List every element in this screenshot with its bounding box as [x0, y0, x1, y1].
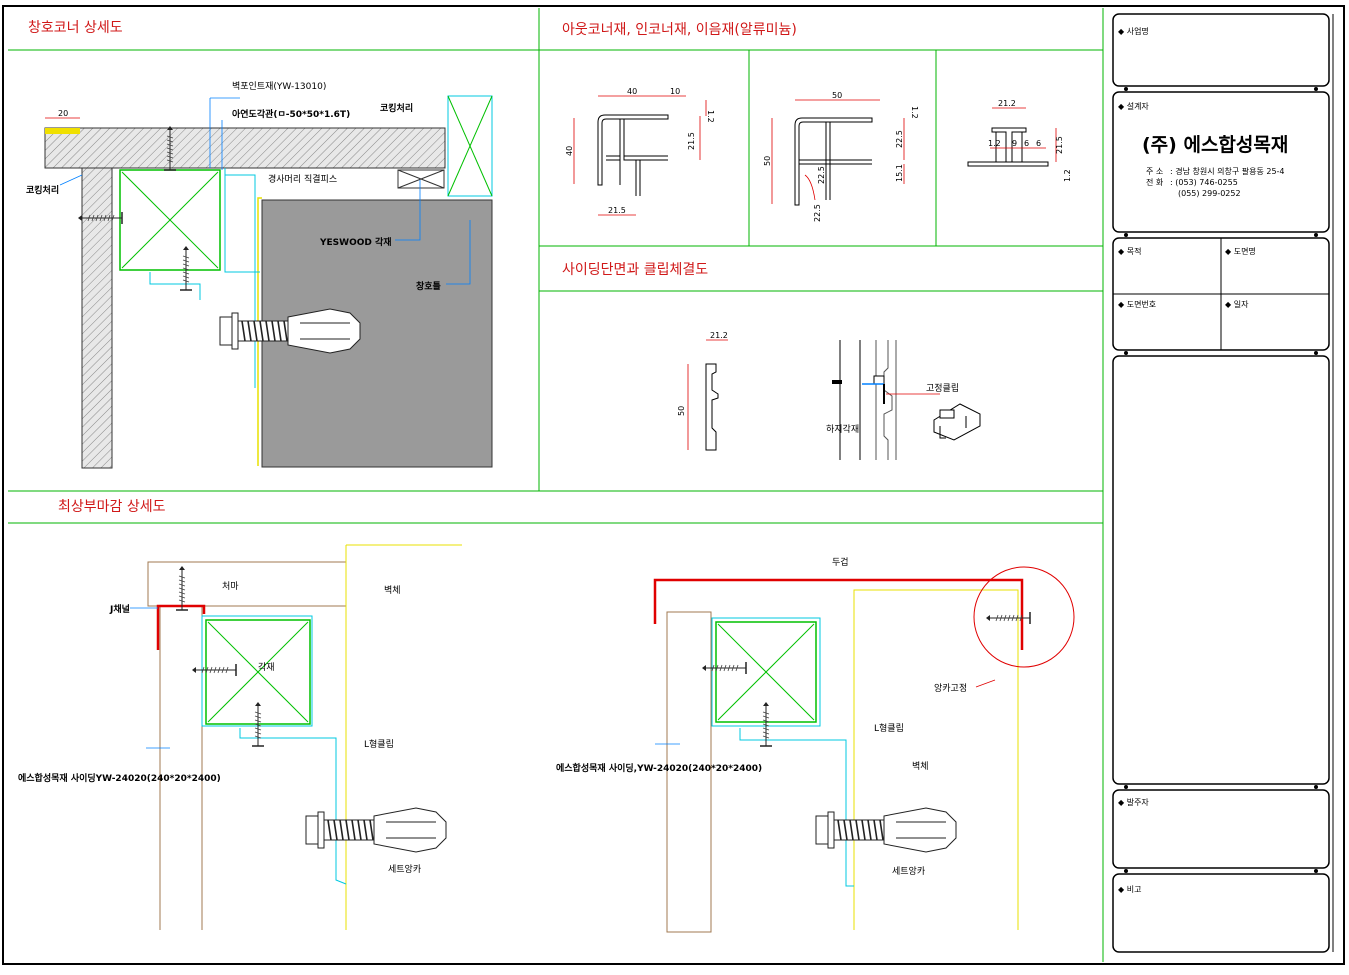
label-j-channel: J채널	[109, 603, 130, 615]
p3-dim-4: 6	[1036, 139, 1041, 148]
p2-dim-6: 22.5	[813, 204, 822, 222]
siding-section: 21.2 50 고정클립 하지각재	[677, 331, 981, 460]
label-l-clip-right: L형클립	[874, 723, 904, 734]
label-cap: 두겁	[832, 556, 849, 568]
p2-dim-3: 50	[763, 156, 772, 166]
svg-text:20: 20	[58, 109, 68, 118]
p1-dim-3: 21.5	[687, 132, 696, 150]
tb-date: ◆ 일자	[1225, 300, 1249, 309]
section-title-window-corner: 창호코너 상세도	[28, 20, 123, 36]
p1-dim-2: 1.2	[706, 110, 715, 123]
section-title-profiles: 아웃코너재, 인코너재, 이음재(알류미늄)	[562, 22, 797, 38]
tb-project: ◆ 사업명	[1118, 26, 1149, 36]
side-board	[81, 167, 113, 469]
p1-dim-4: 40	[565, 146, 574, 156]
label-wall-right: 벽체	[912, 761, 929, 772]
profile-details: 40 10 1.2 21.5 40 21.5 50 1.2 22.5 50 15…	[565, 87, 1072, 222]
p1-dim-1: 10	[670, 87, 680, 96]
top-finish-right: 두겁 앙카고정 L형클립 벽체 에스합성목재 사이딩,YW-24020(240*…	[556, 556, 1075, 933]
p2-dim-4: 15.1	[895, 164, 904, 182]
tb-tel-label: 전 화	[1146, 177, 1164, 187]
tb-addr: : 경남 창원시 의창구 팔용동 25-4	[1170, 166, 1285, 176]
label-stud-left: 각재	[258, 661, 275, 673]
top-board	[44, 127, 446, 169]
label-stud: 하지각재	[826, 423, 859, 435]
label-siding-right: 에스합성목재 사이딩,YW-24020(240*20*2400)	[556, 762, 762, 774]
siding-dim-top: 21.2	[710, 331, 728, 340]
label-anchor-right: 세트앙카	[892, 865, 925, 877]
p3-dim-2: 9	[1012, 139, 1017, 148]
label-l-clip-left: L형클립	[364, 739, 394, 750]
section-title-siding: 사이딩단면과 클립체결도	[562, 262, 708, 278]
tb-drawing-name: ◆ 도면명	[1225, 246, 1256, 256]
label-siding-left: 에스합성목재 사이딩YW-24020(240*20*2400)	[18, 772, 221, 784]
tb-tel1: : (053) 746-0255	[1170, 178, 1238, 187]
p2-dim-5: 22.5	[817, 166, 826, 184]
window-corner-detail: 20 벽포인트재(YW-13010) 아연도각관(ㅁ-50*50*1.6T) 코…	[26, 81, 493, 469]
p3-dim-5: 21.5	[1055, 136, 1064, 154]
p3-dim-6: 1.2	[1063, 169, 1072, 182]
label-chamfer: 경사머리 직결피스	[268, 173, 337, 185]
p2-dim-0: 50	[832, 91, 842, 100]
p1-dim-0: 40	[627, 87, 637, 96]
p3-dim-3: 6	[1024, 139, 1029, 148]
tb-orderer: ◆ 발주자	[1118, 797, 1149, 807]
label-window-frame: 창호틀	[416, 280, 441, 292]
label-steel-pipe: 아연도각관(ㅁ-50*50*1.6T)	[232, 108, 350, 120]
label-wall-point: 벽포인트재(YW-13010)	[232, 81, 326, 92]
p3-dim-1: 1.2	[988, 139, 1001, 148]
tb-addr-label: 주 소	[1146, 167, 1163, 176]
title-block	[1112, 13, 1330, 953]
label-anchor-left: 세트앙카	[388, 863, 421, 875]
p3-dim-0: 21.2	[998, 99, 1016, 108]
tb-designer: ◆ 설계자	[1118, 101, 1149, 111]
eave-board	[147, 561, 347, 607]
label-anchor-fix: 앙카고정	[934, 682, 967, 694]
label-caulk-top: 코킹처리	[380, 102, 413, 114]
label-eave: 처마	[222, 580, 239, 592]
top-finish-left: 처마 J채널 벽체 각재 L형클립 에스합성목재 사이딩YW-24020(240…	[18, 544, 462, 930]
tb-purpose: ◆ 목적	[1118, 246, 1141, 256]
p1-dim-5: 21.5	[608, 206, 626, 215]
label-caulk-left: 코킹처리	[26, 184, 59, 196]
panel-dividers	[8, 8, 1104, 962]
tb-drawing-no: ◆ 도면번호	[1118, 299, 1156, 309]
label-yeswood: YESWOOD 각재	[319, 236, 392, 248]
title-block-rivets	[1124, 87, 1318, 873]
p2-dim-2: 22.5	[895, 130, 904, 148]
section-title-top-finish: 최상부마감 상세도	[58, 499, 166, 515]
label-clip: 고정클립	[926, 383, 959, 394]
siding-dim-side: 50	[677, 406, 686, 416]
tb-remarks: ◆ 비고	[1118, 885, 1141, 894]
p2-dim-1: 1.2	[910, 106, 919, 119]
caulk-strip	[45, 128, 80, 134]
tb-tel2: (055) 299-0252	[1178, 189, 1241, 198]
label-wall-left: 벽체	[384, 585, 401, 596]
tb-company: (주) 에스합성목재	[1142, 134, 1288, 156]
title-block-lines	[1113, 14, 1334, 952]
outer-frame	[2, 5, 1345, 965]
